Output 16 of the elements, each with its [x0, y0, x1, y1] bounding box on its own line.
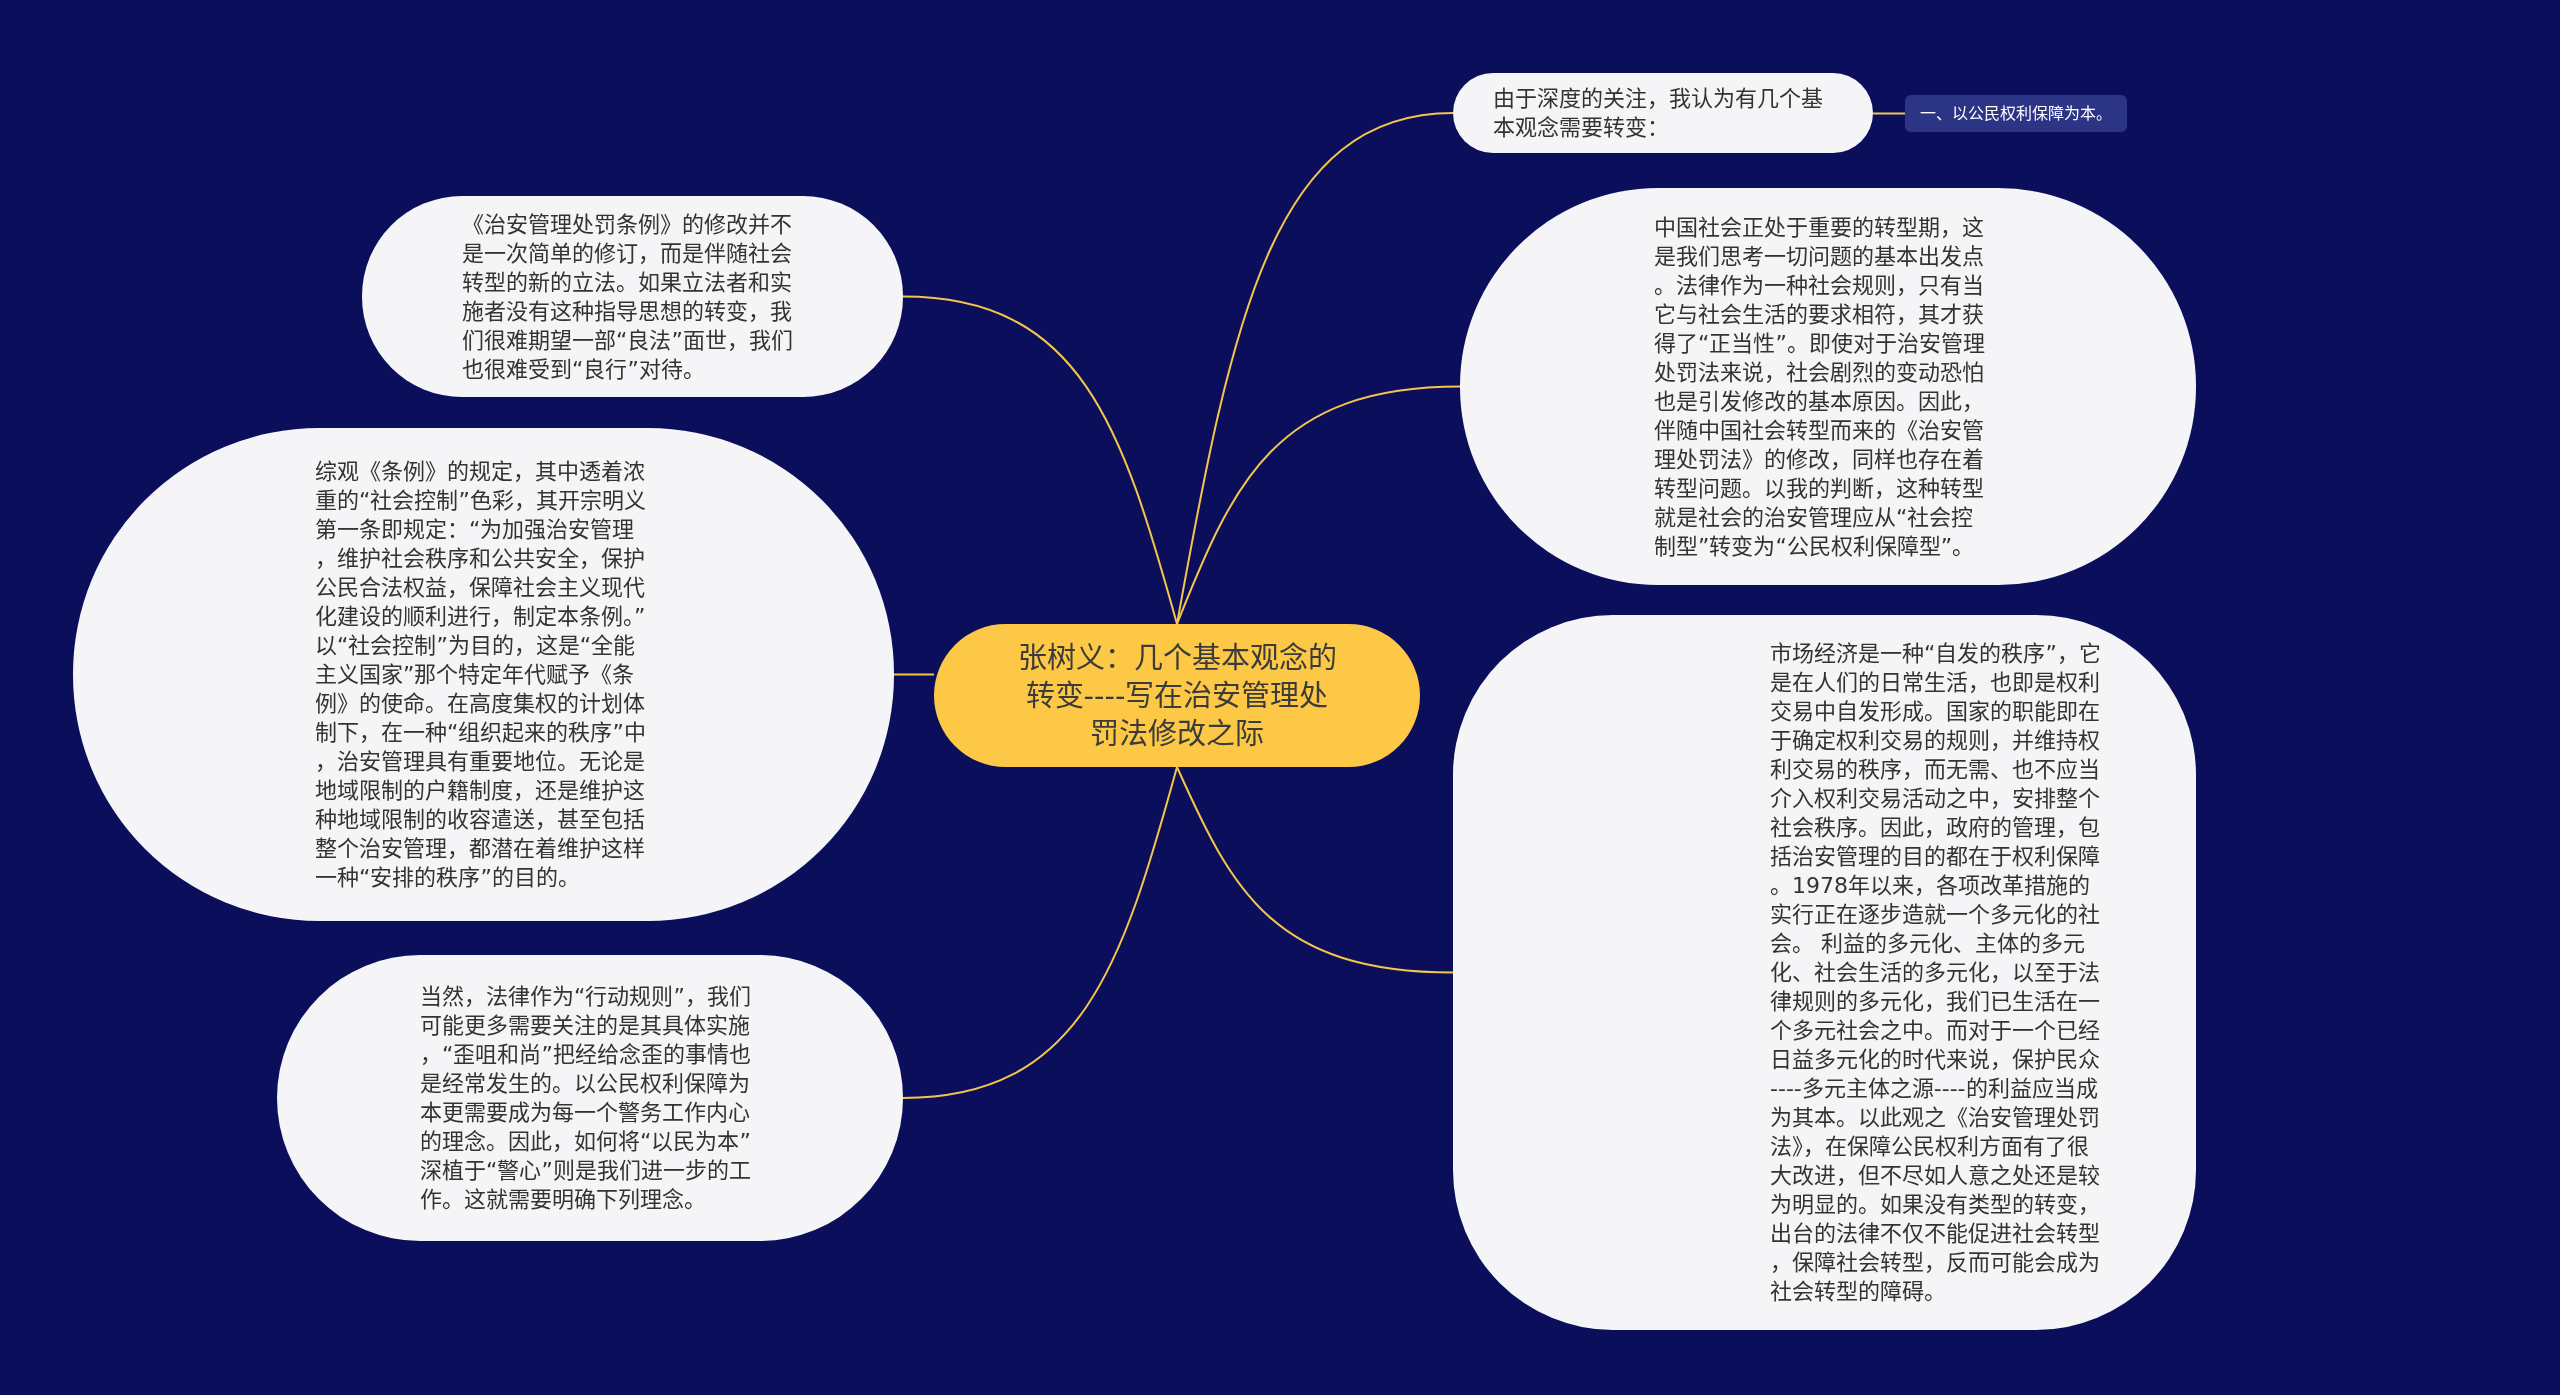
topic-text: 市场经济是一种“自发的秩序”，它是在人们的日常生活，也即是权利交易中自发形成。国家的职能即在于确定权利交易的规则，并维持权利交易的秩序，而无需、也不应当介入权利交易活动之中，安排整个社会秩序。因此，政府的管理，包括治安管理的目的都在于权利保障。1978年以来，各项改革措施的实行正在逐步造就一个多元化的社会。 利益的多元化、主体的多元化、社会生活的多元化，以至于法律规则的多元化，我们已生活在一个多元社会之中。而对于一个已经日益多元化的时代来说，保护民众----多元主体之源----的利益应当成为其本。以此观之《治安管理处罚法》，在保障公民权利方面有了很大改进，但不尽如人意之处还是较为明显的。如果没有类型的转变，出台的法律不仅不能促进社会转型，保障社会转型，反而可能会成为社会转型的障碍。 — [1770, 640, 2102, 1306]
connector-line — [902, 295, 1178, 625]
connector-line — [1176, 766, 1454, 974]
topic-text: 中国社会正处于重要的转型期，这是我们思考一切问题的基本出发点。法律作为一种社会规则，只有当它与社会生活的要求相符，其才获得了“正当性”。即使对于治安管理处罚法来说，社会剧烈的变动恐怕也是引发修改的基本原因。因此，伴随中国社会转型而来的《治安管理处罚法》的修改，同样也存在着转型问题。以我的判断，这种转型就是社会的治安管理应从“社会控制型”转变为“公民权利保障型”。 — [1654, 213, 1986, 561]
topic-text: 当然，法律作为“行动规则”，我们可能更多需要关注的是其具体实施，“歪咀和尚”把经给念歪的事情也是经常发生的。以公民权利保障为本更需要成为每一个警务工作内心的理念。因此，如何将“以民为本”深植于“警心”则是我们进一步的工作。这就需要明确下列理念。 — [420, 983, 752, 1214]
subtopic-tag — [1905, 95, 2127, 132]
topic-title: 张树义：几个基本观念的转变----写在治安管理处罚法修改之际 — [1016, 639, 1338, 753]
connector-line — [1872, 112, 1906, 115]
topic-text: 《治安管理处罚条例》的修改并不是一次简单的修订，而是伴随社会转型的新的立法。如果立法者和实施者没有这种指导思想的转变，我们很难期望一部“良法”面世，我们也很难受到“良行”对待。 — [462, 210, 794, 384]
tag-text: 一、以公民权利保障为本。 — [1919, 102, 2113, 125]
connector-line — [893, 673, 935, 676]
topic-bubble — [1453, 615, 2196, 1330]
connector-line — [902, 766, 1178, 1099]
topic-text: 由于深度的关注，我认为有几个基本观念需要转变： — [1493, 85, 1824, 142]
topic-text: 综观《条例》的规定，其中透着浓重的“社会控制”色彩，其开宗明义第一条即规定：“为加强治安管理，维护社会秩序和公共安全，保护公民合法权益，保障社会主义现代化建设的顺利进行，制定本条例。” 以“社会控制”为目的，这是“全能主义国家”那个特定年代赋予《条例》的使命。在高度集权的计划体制下，在一种“组织起来的秩序”中，治安管理具有重要地位。无论是地域限制的户籍制度，还是维护这种地域限制的收容遣送，甚至包括整个治安管理，都潜在着维护这样一种“安排的秩序”的目的。 — [315, 458, 647, 892]
connector-line — [1176, 385, 1461, 625]
